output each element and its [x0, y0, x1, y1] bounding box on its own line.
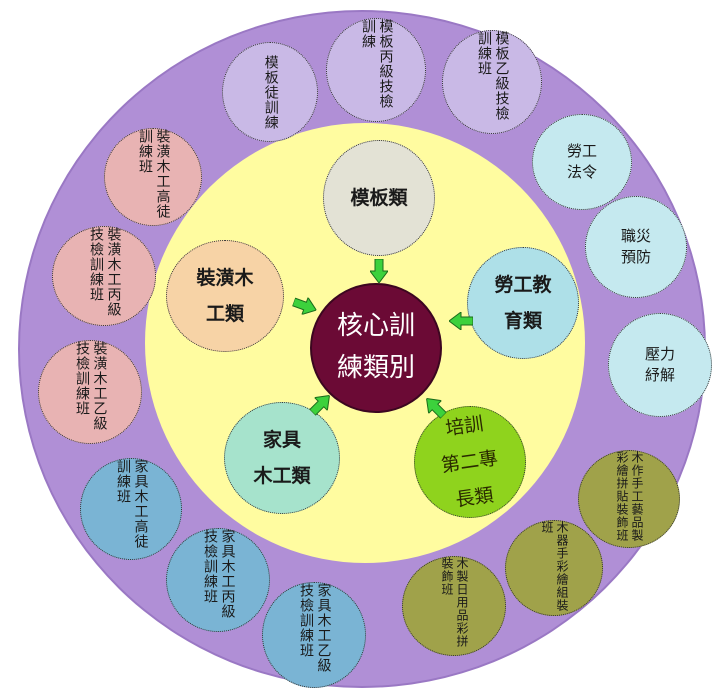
arrow-from-template [370, 259, 388, 283]
course-label: 木作手工藝品製彩繪拼貼裝飾班 [615, 451, 644, 542]
course-craft-a: 木作手工藝品製彩繪拼貼裝飾班 [578, 450, 680, 548]
arrow-from-furniture [306, 389, 336, 419]
category-label: 培訓 第二專 長類 [440, 412, 500, 512]
course-label: 壓力 紓解 [644, 345, 675, 384]
course-label: 模板乙級技檢訓練班 [476, 31, 510, 121]
core-category-center: 核心訓 練類別 [310, 283, 442, 413]
category-label: 裝潢木 工類 [196, 266, 254, 325]
course-label: 模板徒訓練 [262, 54, 279, 130]
category-furniture: 家具 木工類 [224, 402, 340, 514]
category-label: 家具 木工類 [253, 428, 311, 487]
category-second: 培訓 第二專 長類 [414, 406, 526, 518]
course-template-c: 模板丙級技檢訓練 [326, 18, 426, 122]
course-label: 裝潢木工丙級技檢訓練班 [88, 227, 122, 317]
course-template-apprentice: 模板徒訓練 [222, 42, 318, 142]
course-label: 家具木工乙級技檢訓練班 [298, 583, 332, 673]
category-decor: 裝潢木 工類 [166, 240, 284, 352]
course-label: 木製日用品彩拼裝飾班 [440, 557, 469, 648]
course-label: 木器手彩繪組裝班 [540, 521, 569, 612]
course-labor-law: 勞工 法令 [532, 114, 632, 210]
course-decor-app: 裝潢木工高徒訓練班 [104, 128, 202, 226]
course-label: 勞工 法令 [566, 142, 597, 181]
course-label: 職災 預防 [620, 227, 651, 266]
category-template: 模板類 [323, 140, 435, 256]
course-label: 模板丙級技檢訓練 [360, 19, 394, 109]
course-stress: 壓力 紓解 [608, 313, 712, 417]
course-decor-c: 裝潢木工丙級技檢訓練班 [52, 226, 156, 326]
course-craft-c: 木製日用品彩拼裝飾班 [402, 556, 506, 656]
course-furniture-c: 家具木工丙級技檢訓練班 [166, 528, 270, 632]
category-label: 模板類 [350, 186, 408, 209]
course-furniture-b: 家具木工乙級技檢訓練班 [262, 582, 366, 688]
course-furniture-app: 家具木工高徒訓練班 [80, 458, 182, 560]
arrow-from-decor [291, 293, 320, 318]
category-labor: 勞工教 育類 [467, 247, 579, 359]
arrow-from-labor [449, 312, 473, 330]
course-label: 家具木工丙級技檢訓練班 [202, 529, 236, 619]
category-label: 勞工教 育類 [494, 273, 552, 332]
course-label: 家具木工高徒訓練班 [115, 459, 149, 549]
course-decor-b: 裝潢木工乙級技檢訓練班 [38, 340, 142, 444]
course-template-b: 模板乙級技檢訓練班 [442, 30, 542, 134]
course-craft-b: 木器手彩繪組裝班 [505, 520, 603, 616]
arrow-from-second [420, 392, 450, 422]
course-disaster: 職災 預防 [585, 196, 687, 298]
course-label: 裝潢木工高徒訓練班 [137, 129, 171, 219]
course-label: 裝潢木工乙級技檢訓練班 [74, 341, 108, 431]
